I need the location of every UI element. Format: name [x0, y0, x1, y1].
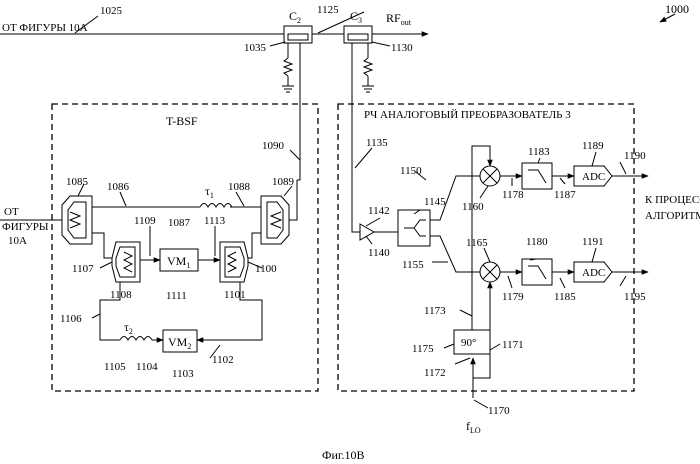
ref-1089: 1089 — [272, 176, 295, 188]
ref-1183: 1183 — [528, 146, 550, 158]
ref-1180: 1180 — [526, 236, 548, 248]
ref-1135: 1135 — [366, 137, 388, 149]
ref-1130: 1130 — [391, 42, 413, 54]
ref-1160: 1160 — [462, 201, 484, 213]
ref-1140: 1140 — [368, 247, 390, 259]
ref-1171: 1171 — [502, 339, 524, 351]
ref-1155: 1155 — [402, 259, 424, 271]
vm1-label: VM1 — [167, 254, 190, 270]
ref-1086: 1086 — [107, 181, 130, 193]
ref-1173: 1173 — [424, 305, 446, 317]
ref-1195: 1195 — [624, 291, 646, 303]
ref-1172: 1172 — [424, 367, 446, 379]
from-figure-left-3: 10А — [8, 235, 27, 247]
ref-1102: 1102 — [212, 354, 234, 366]
adc-bottom-label: ADC — [582, 267, 605, 279]
ref-1185: 1185 — [554, 291, 576, 303]
converter-title: РЧ АНАЛОГОВЫЙ ПРЕОБРАЗОВАТЕЛЬ 3 — [364, 109, 571, 121]
ref-1090: 1090 — [262, 140, 285, 152]
coupler-c2-label: C2 — [289, 9, 301, 25]
ref-1175: 1175 — [412, 343, 434, 355]
ref-1150: 1150 — [400, 165, 422, 177]
ref-1104: 1104 — [136, 361, 158, 373]
phase-90-label: 90° — [461, 337, 476, 349]
ref-1142: 1142 — [368, 205, 390, 217]
ref-1111: 1111 — [166, 290, 187, 302]
ref-1101: 1101 — [224, 289, 246, 301]
ref-1178: 1178 — [502, 189, 524, 201]
from-figure-left-2: ФИГУРЫ — [2, 221, 49, 233]
figure-number: 1000 — [665, 2, 689, 16]
from-figure-top-label: ОТ ФИГУРЫ 10А — [2, 22, 88, 34]
ref-1170: 1170 — [488, 405, 510, 417]
ref-1035: 1035 — [244, 42, 267, 54]
figure-caption: Фиг.10В — [322, 448, 364, 462]
flo-label: fLO — [466, 419, 481, 435]
ref-1025: 1025 — [100, 5, 123, 17]
ref-1108: 1108 — [110, 289, 132, 301]
ref-1179: 1179 — [502, 291, 524, 303]
coupler-c3-label: C3 — [350, 9, 362, 25]
ref-1087: 1087 — [168, 217, 191, 229]
ref-1191: 1191 — [582, 236, 604, 248]
tbsf-title: T-BSF — [166, 114, 198, 128]
ref-1189: 1189 — [582, 140, 604, 152]
from-figure-left-1: ОТ — [4, 206, 19, 218]
vm2-label: VM2 — [168, 335, 191, 351]
ref-1088: 1088 — [228, 181, 251, 193]
to-processor-1: К ПРОЦЕССОРУ — [645, 194, 700, 206]
ref-1190: 1190 — [624, 150, 646, 162]
ref-1085: 1085 — [66, 176, 89, 188]
ref-1103: 1103 — [172, 368, 194, 380]
ref-1106: 1106 — [60, 313, 82, 325]
ref-1165: 1165 — [466, 237, 488, 249]
ref-1109: 1109 — [134, 215, 156, 227]
ref-1187: 1187 — [554, 189, 576, 201]
rf-out-label: RFout — [386, 11, 412, 27]
ref-1100: 1100 — [255, 263, 277, 275]
ref-1125: 1125 — [317, 4, 339, 16]
to-processor-2: АЛГОРИТМА — [645, 210, 700, 222]
ref-1105: 1105 — [104, 361, 126, 373]
tau1-label: τ1 — [205, 184, 214, 200]
ref-1145: 1145 — [424, 196, 446, 208]
ref-1113: 1113 — [204, 215, 226, 227]
adc-top-label: ADC — [582, 171, 605, 183]
tau2-label: τ2 — [124, 320, 133, 336]
ref-1107: 1107 — [72, 263, 94, 275]
